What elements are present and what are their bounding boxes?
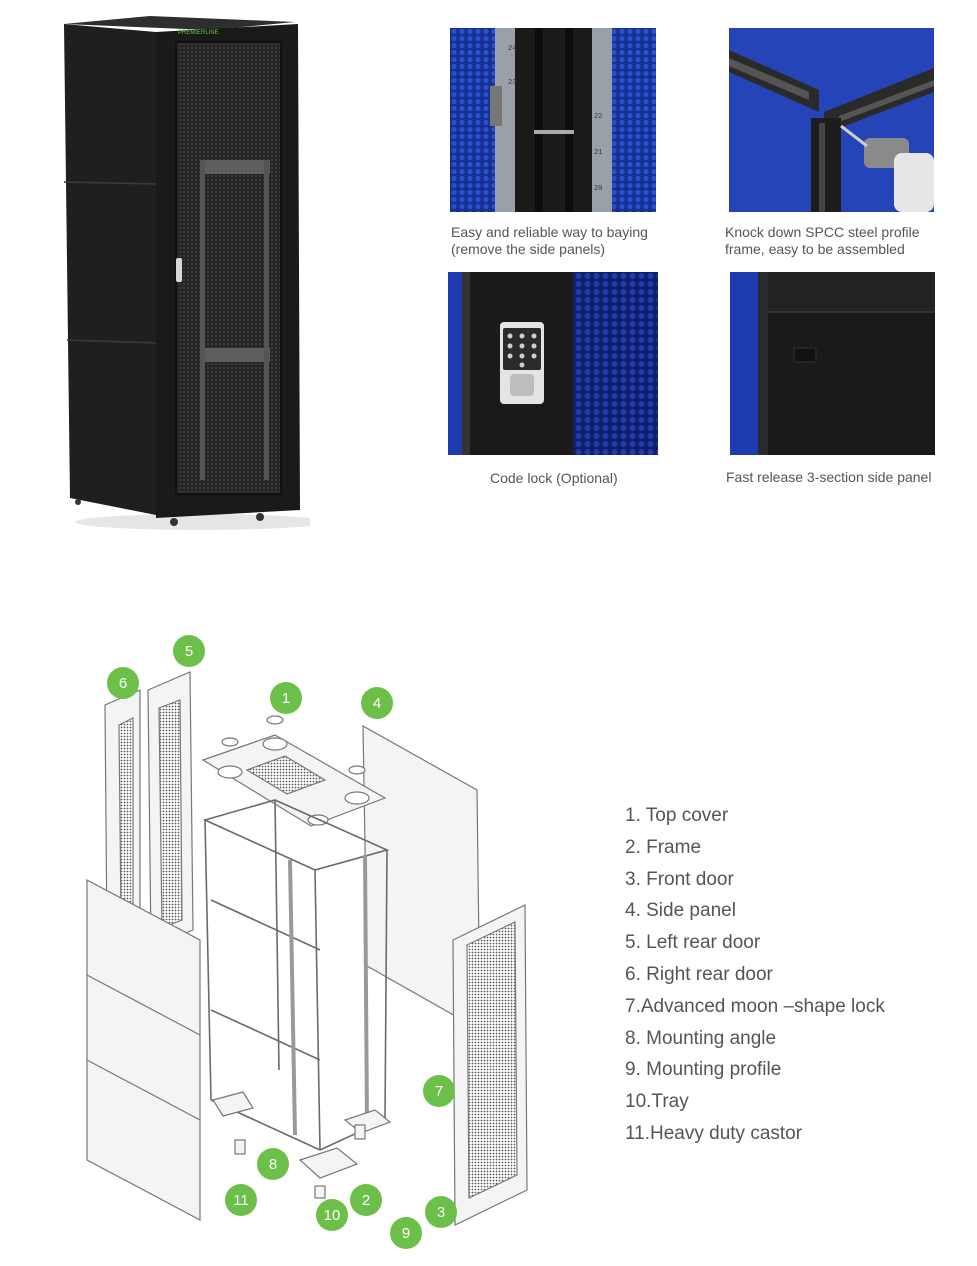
parts-legend: 1. Top cover 2. Frame 3. Front door 4. S… xyxy=(625,800,965,1150)
feature-photo-frame xyxy=(729,28,934,212)
feature-caption-baying: Easy and reliable way to baying (remove … xyxy=(451,224,681,258)
callout-badge-9: 9 xyxy=(390,1217,422,1249)
callout-badge-3: 3 xyxy=(425,1196,457,1228)
callout-circle xyxy=(173,635,205,667)
legend-item: 1. Top cover xyxy=(625,805,729,826)
callout-number: 11 xyxy=(233,1192,249,1209)
callout-badge-1: 1 xyxy=(270,682,302,714)
callout-number: 9 xyxy=(402,1225,410,1242)
caption-line: Knock down SPCC steel profile xyxy=(725,224,920,240)
callout-number: 7 xyxy=(435,1083,443,1100)
callout-number: 6 xyxy=(119,675,127,692)
rail-number: 24 xyxy=(508,45,516,53)
callout-number: 2 xyxy=(362,1192,370,1209)
feature-caption-frame: Knock down SPCC steel profile frame, eas… xyxy=(725,224,965,258)
callout-circle xyxy=(423,1075,455,1107)
legend-item: 10.Tray xyxy=(625,1091,689,1113)
callout-circle xyxy=(257,1148,289,1180)
callout-badge-5: 5 xyxy=(173,635,205,667)
callout-number: 1 xyxy=(282,690,290,707)
legend-item: 2. Frame xyxy=(625,836,702,858)
callout-badge-8: 8 xyxy=(257,1148,289,1180)
caption-line: frame, easy to be assembled xyxy=(725,241,905,257)
callout-circle xyxy=(107,667,139,699)
callout-badge-6: 6 xyxy=(107,667,139,699)
legend-item: 6. Right rear door xyxy=(625,963,773,985)
legend-item: 4. Side panel xyxy=(625,900,736,922)
caption-line: (remove the side panels) xyxy=(451,241,606,257)
feature-photo-baying: 24 23 22 21 20 xyxy=(450,28,656,212)
legend-item: 9. Mounting profile xyxy=(625,1059,782,1081)
callout-circle xyxy=(270,682,302,714)
legend-item: 7.Advanced moon –shape lock xyxy=(625,995,885,1017)
callout-circle xyxy=(350,1184,382,1216)
callout-circle xyxy=(425,1196,457,1228)
callout-number: 10 xyxy=(324,1207,341,1224)
callout-number: 8 xyxy=(269,1156,277,1173)
callout-badge-11: 11 xyxy=(225,1184,257,1216)
callout-circle xyxy=(361,687,393,719)
callout-circle xyxy=(316,1199,348,1231)
legend-item: 8. Mounting angle xyxy=(625,1027,777,1049)
feature-photo-side-panel xyxy=(730,272,935,455)
callout-badge-10: 10 xyxy=(316,1199,348,1231)
caption-line: Fast release 3-section side panel xyxy=(726,469,932,485)
legend-item: 11.Heavy duty castor xyxy=(625,1122,803,1144)
rail-number: 22 xyxy=(594,113,602,121)
callout-number: 3 xyxy=(437,1204,445,1221)
callout-circle xyxy=(225,1184,257,1216)
legend-item: 3. Front door xyxy=(625,868,734,890)
exploded-view-diagram: 1 2 3 4 5 6 7 8 9 10 11 xyxy=(75,630,555,1250)
callout-badge-4: 4 xyxy=(361,687,393,719)
callout-number: 5 xyxy=(185,643,193,660)
product-hero-cabinet: PREMIERLINE xyxy=(50,10,325,530)
legend-item: 5. Left rear door xyxy=(625,932,761,954)
callout-badge-7: 7 xyxy=(423,1075,455,1107)
callout-badge-2: 2 xyxy=(350,1184,382,1216)
feature-photo-code-lock xyxy=(448,272,658,455)
caption-line: Easy and reliable way to baying xyxy=(451,224,648,240)
callout-circle xyxy=(390,1217,422,1249)
feature-caption-code-lock: Code lock (Optional) xyxy=(490,470,640,487)
caption-line: Code lock (Optional) xyxy=(490,470,618,486)
rail-number: 20 xyxy=(594,185,602,193)
rail-number: 23 xyxy=(508,79,516,87)
callout-number: 4 xyxy=(373,695,381,712)
brand-logo-text: PREMIERLINE xyxy=(178,30,219,36)
parts-legend-list: 1. Top cover 2. Frame 3. Front door 4. S… xyxy=(625,800,965,1150)
rail-number: 21 xyxy=(594,149,602,157)
feature-caption-side-panel: Fast release 3-section side panel xyxy=(726,469,966,486)
